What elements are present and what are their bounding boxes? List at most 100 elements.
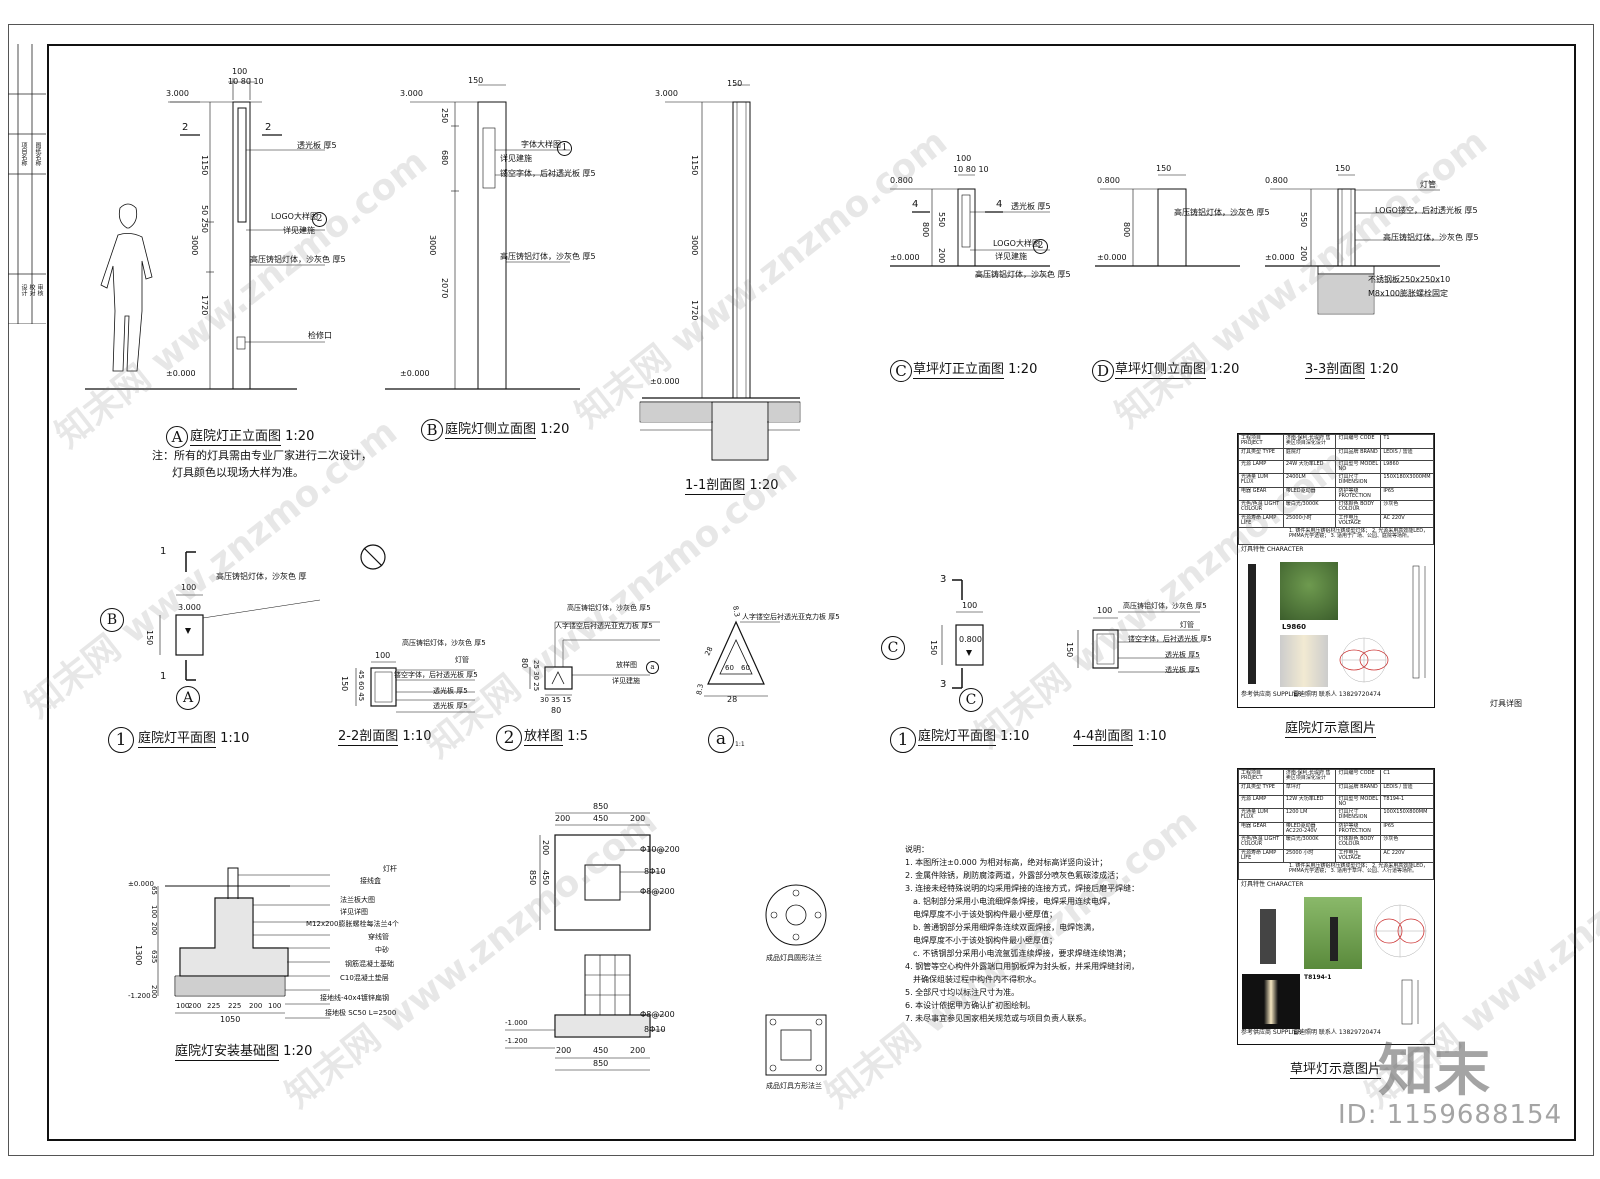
view-symbol-A: A: [166, 426, 188, 448]
spec-label: 灯具尺寸 DIMENSION: [1335, 808, 1382, 823]
spec-value: C1: [1380, 769, 1434, 784]
model-label: T8194-1: [1304, 974, 1332, 981]
spec-label: 灯体颜色 BODY COLOUR: [1335, 835, 1382, 850]
lamp-photo-scene: [1280, 562, 1338, 620]
note-line: 2. 金属件除锈，刷防腐漆两道，外露部分喷灰色氟碳漆成活；: [905, 871, 1124, 880]
dim-label: 250: [440, 108, 449, 124]
view-marker-C: C: [959, 688, 983, 712]
dim-label: 200: [150, 922, 158, 936]
card-caption: 庭院灯示意图片: [1285, 721, 1377, 738]
level-label: -1.200: [505, 1037, 528, 1045]
note-line: 7. 未尽事宜参见国家相关规范或与项目负责人联系。: [905, 1014, 1092, 1023]
plan-note-line: 注：所有的灯具需由专业厂家进行二次设计，: [152, 449, 372, 462]
callout: 透光板 厚5: [1165, 651, 1200, 659]
callout: 高压铸铝灯体，沙灰色 厚5: [1383, 233, 1479, 242]
note-line: c. 不锈钢部分采用小电流氩弧连续焊接，要求焊缝连续饱满；: [913, 949, 1131, 958]
callout: 透光板 厚5: [1165, 666, 1200, 674]
section-mark: 4: [996, 199, 1003, 210]
view-marker-C: C: [881, 636, 905, 660]
callout: 人字镂空后衬透光亚克力板 厚5: [555, 622, 653, 630]
supplier-value: 雷迪照明 联系人 13829720474: [1293, 1029, 1381, 1036]
dim-label: 150: [929, 640, 938, 656]
callout: 法兰板大图: [340, 896, 375, 904]
spec-label: 电器 GEAR: [1238, 821, 1284, 836]
level-base: ±0.000: [400, 369, 430, 378]
drawing-title: 庭院灯侧立面图 1:20: [445, 422, 570, 439]
title-block-item: 校对: [28, 284, 35, 296]
dim-label: 100: [268, 1002, 282, 1010]
dim-label: 10 80 10: [228, 77, 264, 86]
spec-value: 12W 大功率LED: [1282, 794, 1337, 809]
dim-label: 200: [630, 814, 646, 823]
callout: 接地线-40x4镀锌扁钢: [320, 994, 390, 1002]
spec-label: 灯具类型 TYPE: [1238, 447, 1284, 461]
spec-value: LEDIS / 雷迪: [1380, 782, 1434, 796]
spec-value: 沙灰色: [1380, 835, 1434, 850]
dim-label: 1150: [690, 155, 699, 176]
flange-label: 成品灯具方形法兰: [766, 1082, 822, 1090]
character-label: 灯具特性 CHARACTER: [1241, 546, 1304, 553]
dim-label: 800: [1122, 222, 1131, 238]
spec-label: 灯具编号 CODE: [1335, 769, 1382, 784]
section-mark: 3: [940, 574, 947, 585]
drawing-title: 草坪灯正立面图 1:20: [913, 362, 1038, 379]
dim-label: 680: [440, 150, 449, 166]
drawing-title: 庭院灯平面图 1:10: [918, 729, 1030, 746]
spec-label: 工程项目 PROJECT: [1238, 769, 1284, 784]
side-label: 灯具详图: [1490, 699, 1522, 708]
spec-label: 光源 LAMP: [1238, 794, 1284, 809]
spec-value: 沙灰色: [1380, 500, 1434, 515]
rebar-label: 8Φ10: [644, 1025, 666, 1034]
spec-value: AC 220V: [1380, 513, 1434, 528]
callout: 详见建施: [283, 226, 315, 235]
dim-label: 200: [150, 985, 158, 999]
spec-value: L9860: [1380, 459, 1434, 474]
title-block-item: 图纸名称: [34, 142, 41, 166]
spec-label: 灯具编号 CODE: [1335, 434, 1382, 449]
callout: 灯管: [455, 656, 469, 664]
spec-label: 光色/色温 LIGHT COLOUR: [1238, 835, 1284, 850]
callout: 钢筋混凝土基础: [345, 960, 394, 968]
dim-label: 225: [207, 1002, 221, 1010]
dim-label: 1050: [220, 1015, 241, 1024]
dim-label: 100: [232, 67, 248, 76]
spec-label: 灯具尺寸 DIMENSION: [1335, 473, 1382, 488]
dim-label: 100: [375, 651, 391, 660]
callout: 灯杆: [383, 865, 397, 873]
plan-note-line: 灯具颜色以现场大样为准。: [172, 466, 304, 479]
note-line: a. 铝制部分采用小电流细焊条焊接，电焊采用连续电焊，: [913, 897, 1115, 906]
callout: LOGO大样图: [993, 239, 1040, 248]
callout: 透光板 厚5: [1011, 202, 1051, 211]
view-marker-B: B: [100, 608, 124, 632]
spec-label: 工作电压 VOLTAGE: [1335, 848, 1382, 863]
spec-label: 电器 GEAR: [1238, 486, 1284, 501]
level-top: ±0.000: [128, 880, 154, 888]
spec-value: T8194-1: [1380, 794, 1434, 809]
rebar-label: Φ8@200: [640, 1010, 675, 1019]
note-line: 6. 本设计依据甲方确认扩初图绘制。: [905, 1001, 1036, 1010]
spec-label: 灯具品牌 BRAND: [1335, 447, 1382, 461]
drawing-title: 3-3剖面图 1:20: [1305, 362, 1399, 379]
view-symbol-C: C: [890, 360, 912, 382]
spec-label: 灯体颜色 BODY COLOUR: [1335, 500, 1382, 515]
spec-value: 带LED驱动器 AC220-240V: [1282, 821, 1337, 836]
callout: 字体大样图: [521, 140, 561, 149]
light-distribution-diagram: [1338, 634, 1390, 686]
dim-label: 50 250: [200, 205, 209, 233]
dim-label: 200: [249, 1002, 263, 1010]
drawing-title: 4-4剖面图 1:10: [1073, 729, 1167, 746]
rebar-label: 8Φ10: [644, 867, 666, 876]
spec-label: 灯具品牌 BRAND: [1335, 782, 1382, 796]
note-line: 电焊厚度不小于该处钢构件最小壁厚值；: [913, 910, 1057, 919]
drawing-title: 1-1剖面图 1:20: [685, 478, 779, 495]
view-marker-A: A: [176, 686, 200, 710]
drawing-title: 庭院灯平面图 1:10: [138, 731, 250, 748]
spec-label: 光源 LAMP: [1238, 459, 1284, 474]
callout: 高压铸铝灯体，沙灰色 厚5: [402, 639, 486, 647]
callout: 高压铸铝灯体，沙灰色 厚5: [500, 252, 596, 261]
level-top: 0.800: [890, 176, 913, 185]
callout: 中砂: [375, 946, 389, 954]
